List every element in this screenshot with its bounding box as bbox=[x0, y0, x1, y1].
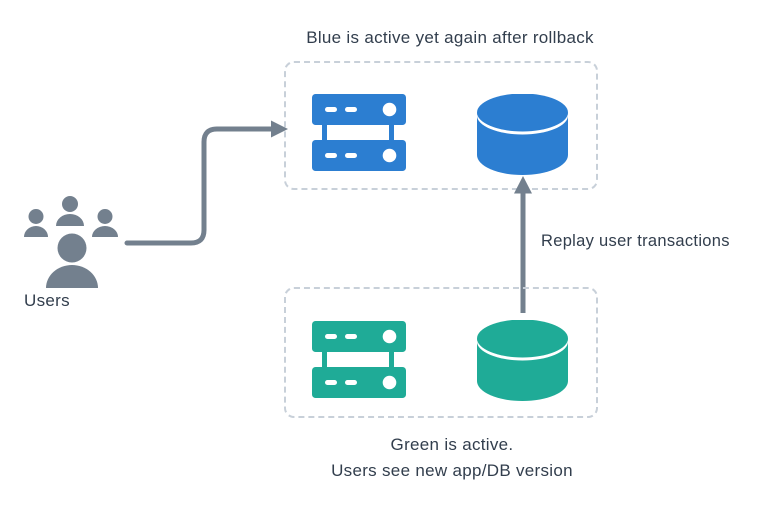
users-to-blue-arrow bbox=[124, 126, 274, 246]
green-caption-line2: Users see new app/DB version bbox=[331, 461, 573, 480]
blue-app-server-icon bbox=[312, 94, 406, 171]
green-environment-caption: Green is active. Users see new app/DB ve… bbox=[282, 432, 622, 484]
blue-database-icon bbox=[477, 94, 568, 175]
green-environment-box bbox=[284, 287, 598, 418]
users-label: Users bbox=[24, 291, 70, 310]
green-database-icon bbox=[477, 320, 568, 401]
green-caption-line1: Green is active. bbox=[390, 435, 514, 454]
green-app-server-icon bbox=[312, 321, 406, 398]
blue-environment-title: Blue is active yet again after rollback bbox=[306, 28, 594, 47]
users-group-icon bbox=[24, 196, 118, 288]
replay-transactions-label: Replay user transactions bbox=[541, 232, 730, 250]
